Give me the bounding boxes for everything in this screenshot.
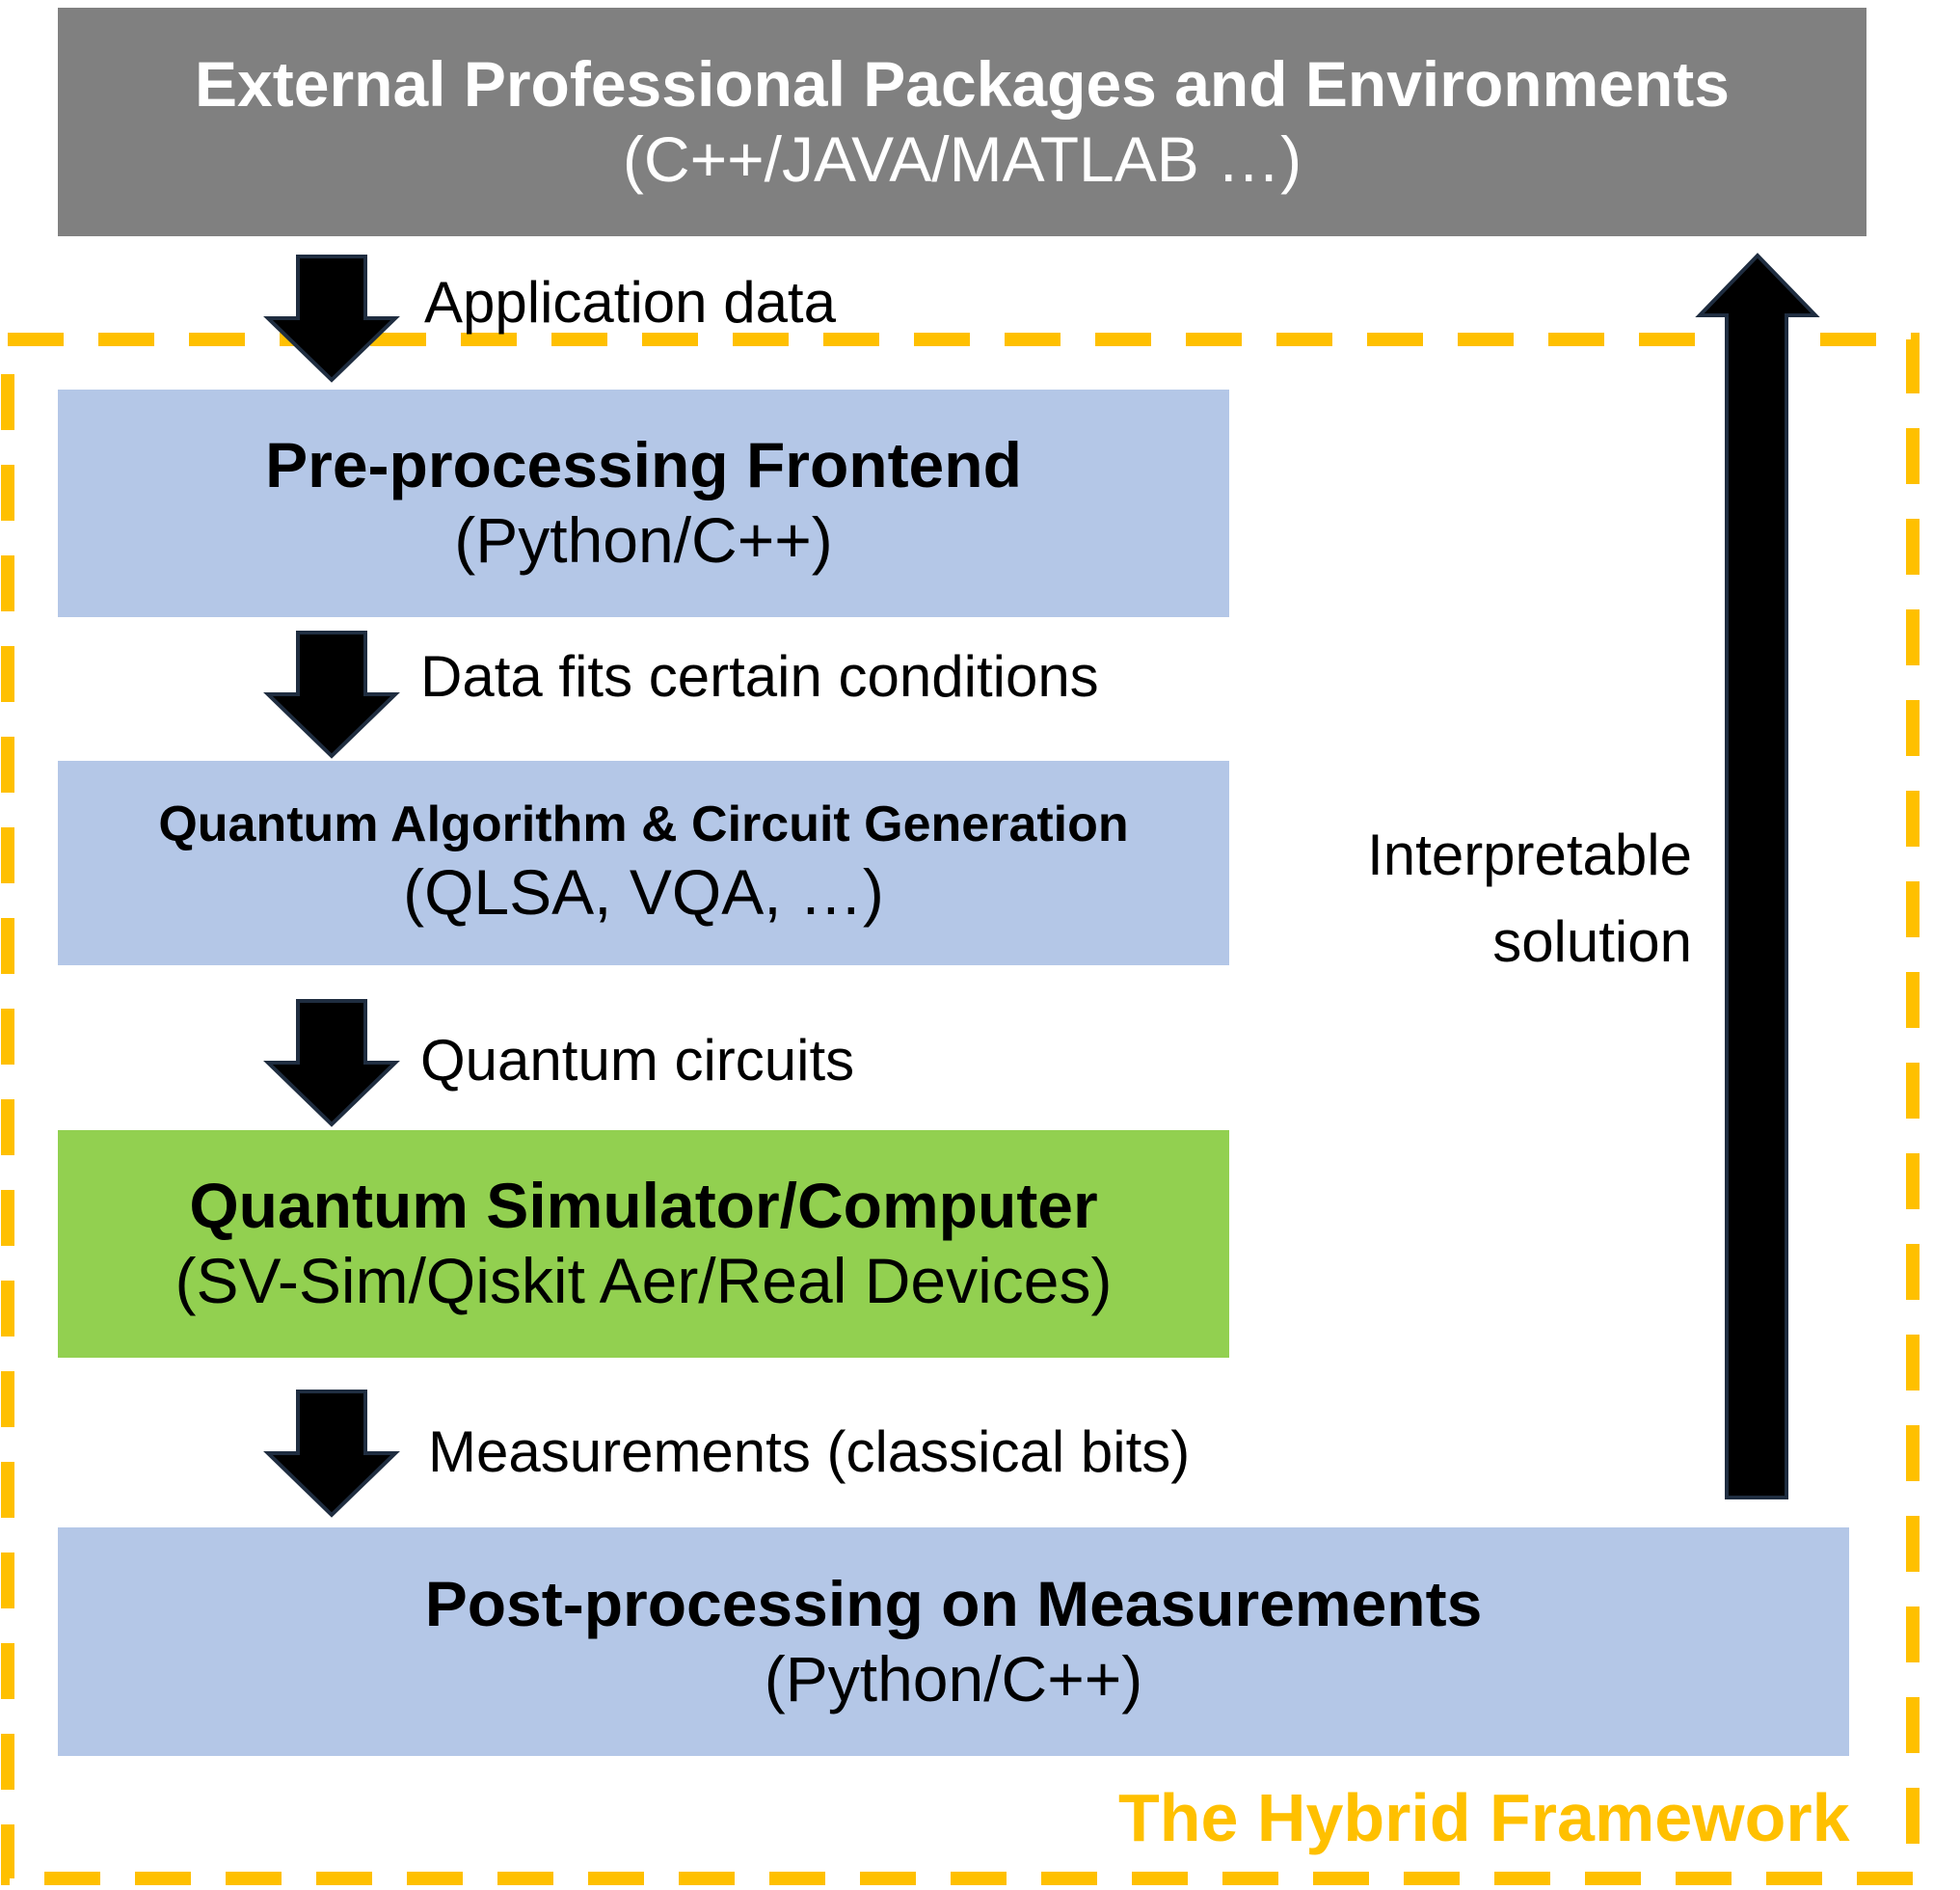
- interpretable-solution-label: Interpretable solution: [1367, 812, 1692, 986]
- up-arrow-icon: [1695, 253, 1820, 1499]
- quantum-algorithm-subtitle: (QLSA, VQA, …): [403, 855, 884, 928]
- postprocessing-title: Post-processing on Measurements: [424, 1567, 1483, 1639]
- quantum-simulator-title: Quantum Simulator/Computer: [189, 1170, 1098, 1242]
- hybrid-framework-label: The Hybrid Framework: [1118, 1780, 1850, 1855]
- measurements-label: Measurements (classical bits): [428, 1419, 1191, 1484]
- quantum-algorithm-box: Quantum Algorithm & Circuit Generation (…: [58, 761, 1229, 965]
- quantum-simulator-subtitle: (SV-Sim/Qiskit Aer/Real Devices): [175, 1245, 1113, 1316]
- preprocessing-frontend-box: Pre-processing Frontend (Python/C++): [58, 390, 1229, 617]
- quantum-algorithm-title: Quantum Algorithm & Circuit Generation: [158, 796, 1129, 853]
- preprocessing-subtitle: (Python/C++): [454, 504, 833, 576]
- application-data-label: Application data: [424, 270, 836, 335]
- quantum-circuits-label: Quantum circuits: [420, 1028, 855, 1093]
- external-packages-box: External Professional Packages and Envir…: [58, 8, 1866, 236]
- data-fits-label: Data fits certain conditions: [420, 644, 1099, 709]
- down-arrow-icon: [263, 1390, 400, 1518]
- postprocessing-subtitle: (Python/C++): [764, 1642, 1143, 1714]
- down-arrow-icon: [263, 631, 400, 759]
- external-packages-title: External Professional Packages and Envir…: [195, 47, 1730, 120]
- postprocessing-box: Post-processing on Measurements (Python/…: [58, 1527, 1849, 1756]
- down-arrow-icon: [263, 999, 400, 1127]
- down-arrow-icon: [263, 255, 400, 383]
- interpretable-line1: Interpretable: [1367, 823, 1692, 887]
- quantum-simulator-box: Quantum Simulator/Computer (SV-Sim/Qiski…: [58, 1130, 1229, 1358]
- interpretable-line2: solution: [1492, 909, 1692, 974]
- preprocessing-title: Pre-processing Frontend: [265, 429, 1022, 501]
- external-packages-subtitle: (C++/JAVA/MATLAB …): [622, 122, 1302, 195]
